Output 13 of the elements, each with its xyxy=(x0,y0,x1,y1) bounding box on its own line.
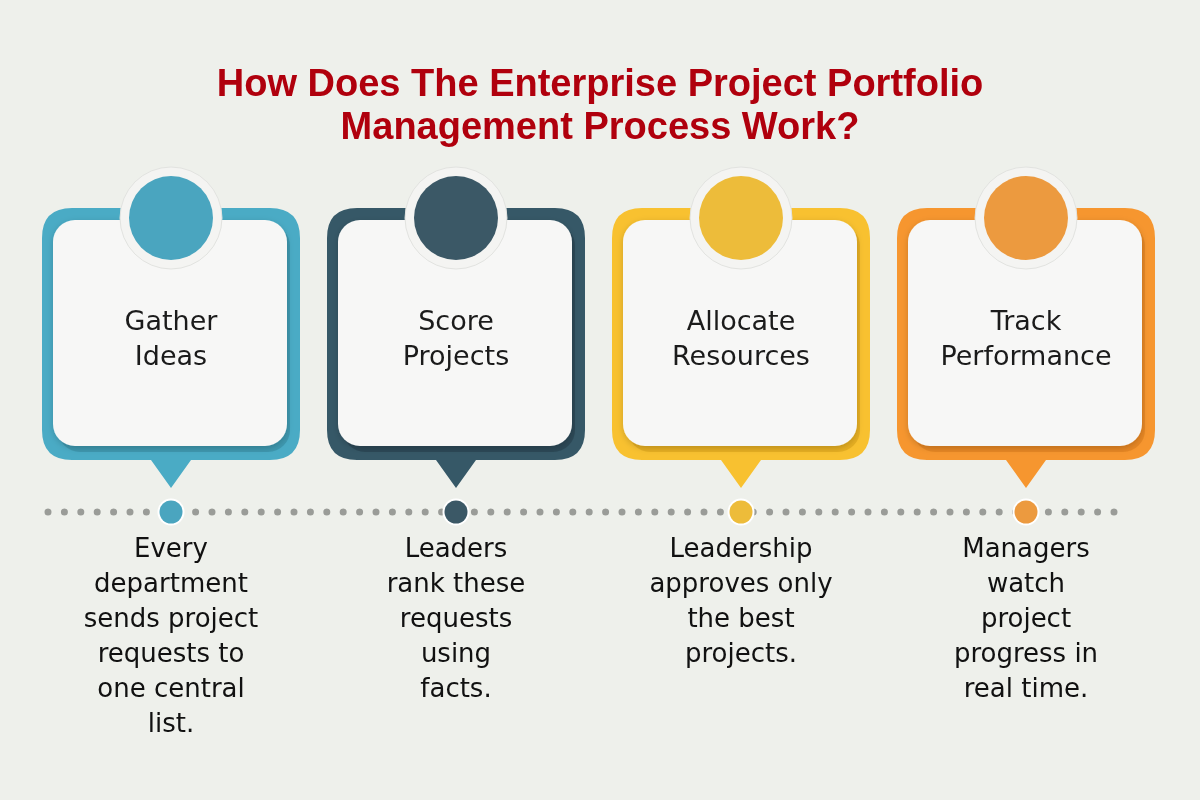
step-description: Leadership approves only the best projects. xyxy=(648,532,834,670)
step-title: Score Projects xyxy=(401,304,511,373)
step-description: Every department sends project requests to one central list. xyxy=(82,532,260,740)
callout-card xyxy=(612,166,870,490)
diagram-title: How Does The Enterprise Project Portfolio Management Process Work? xyxy=(215,62,985,148)
callout-card xyxy=(897,166,1155,490)
step-title: Allocate Resources xyxy=(671,304,811,373)
step-title: Gather Ideas xyxy=(123,304,219,373)
step-description: Leaders rank these requests using facts. xyxy=(385,532,527,705)
step-title: Track Performance xyxy=(939,304,1113,373)
callout-card xyxy=(327,166,585,490)
callout-card xyxy=(42,166,300,490)
step-description: Managers watch project progress in real time. xyxy=(952,532,1100,705)
